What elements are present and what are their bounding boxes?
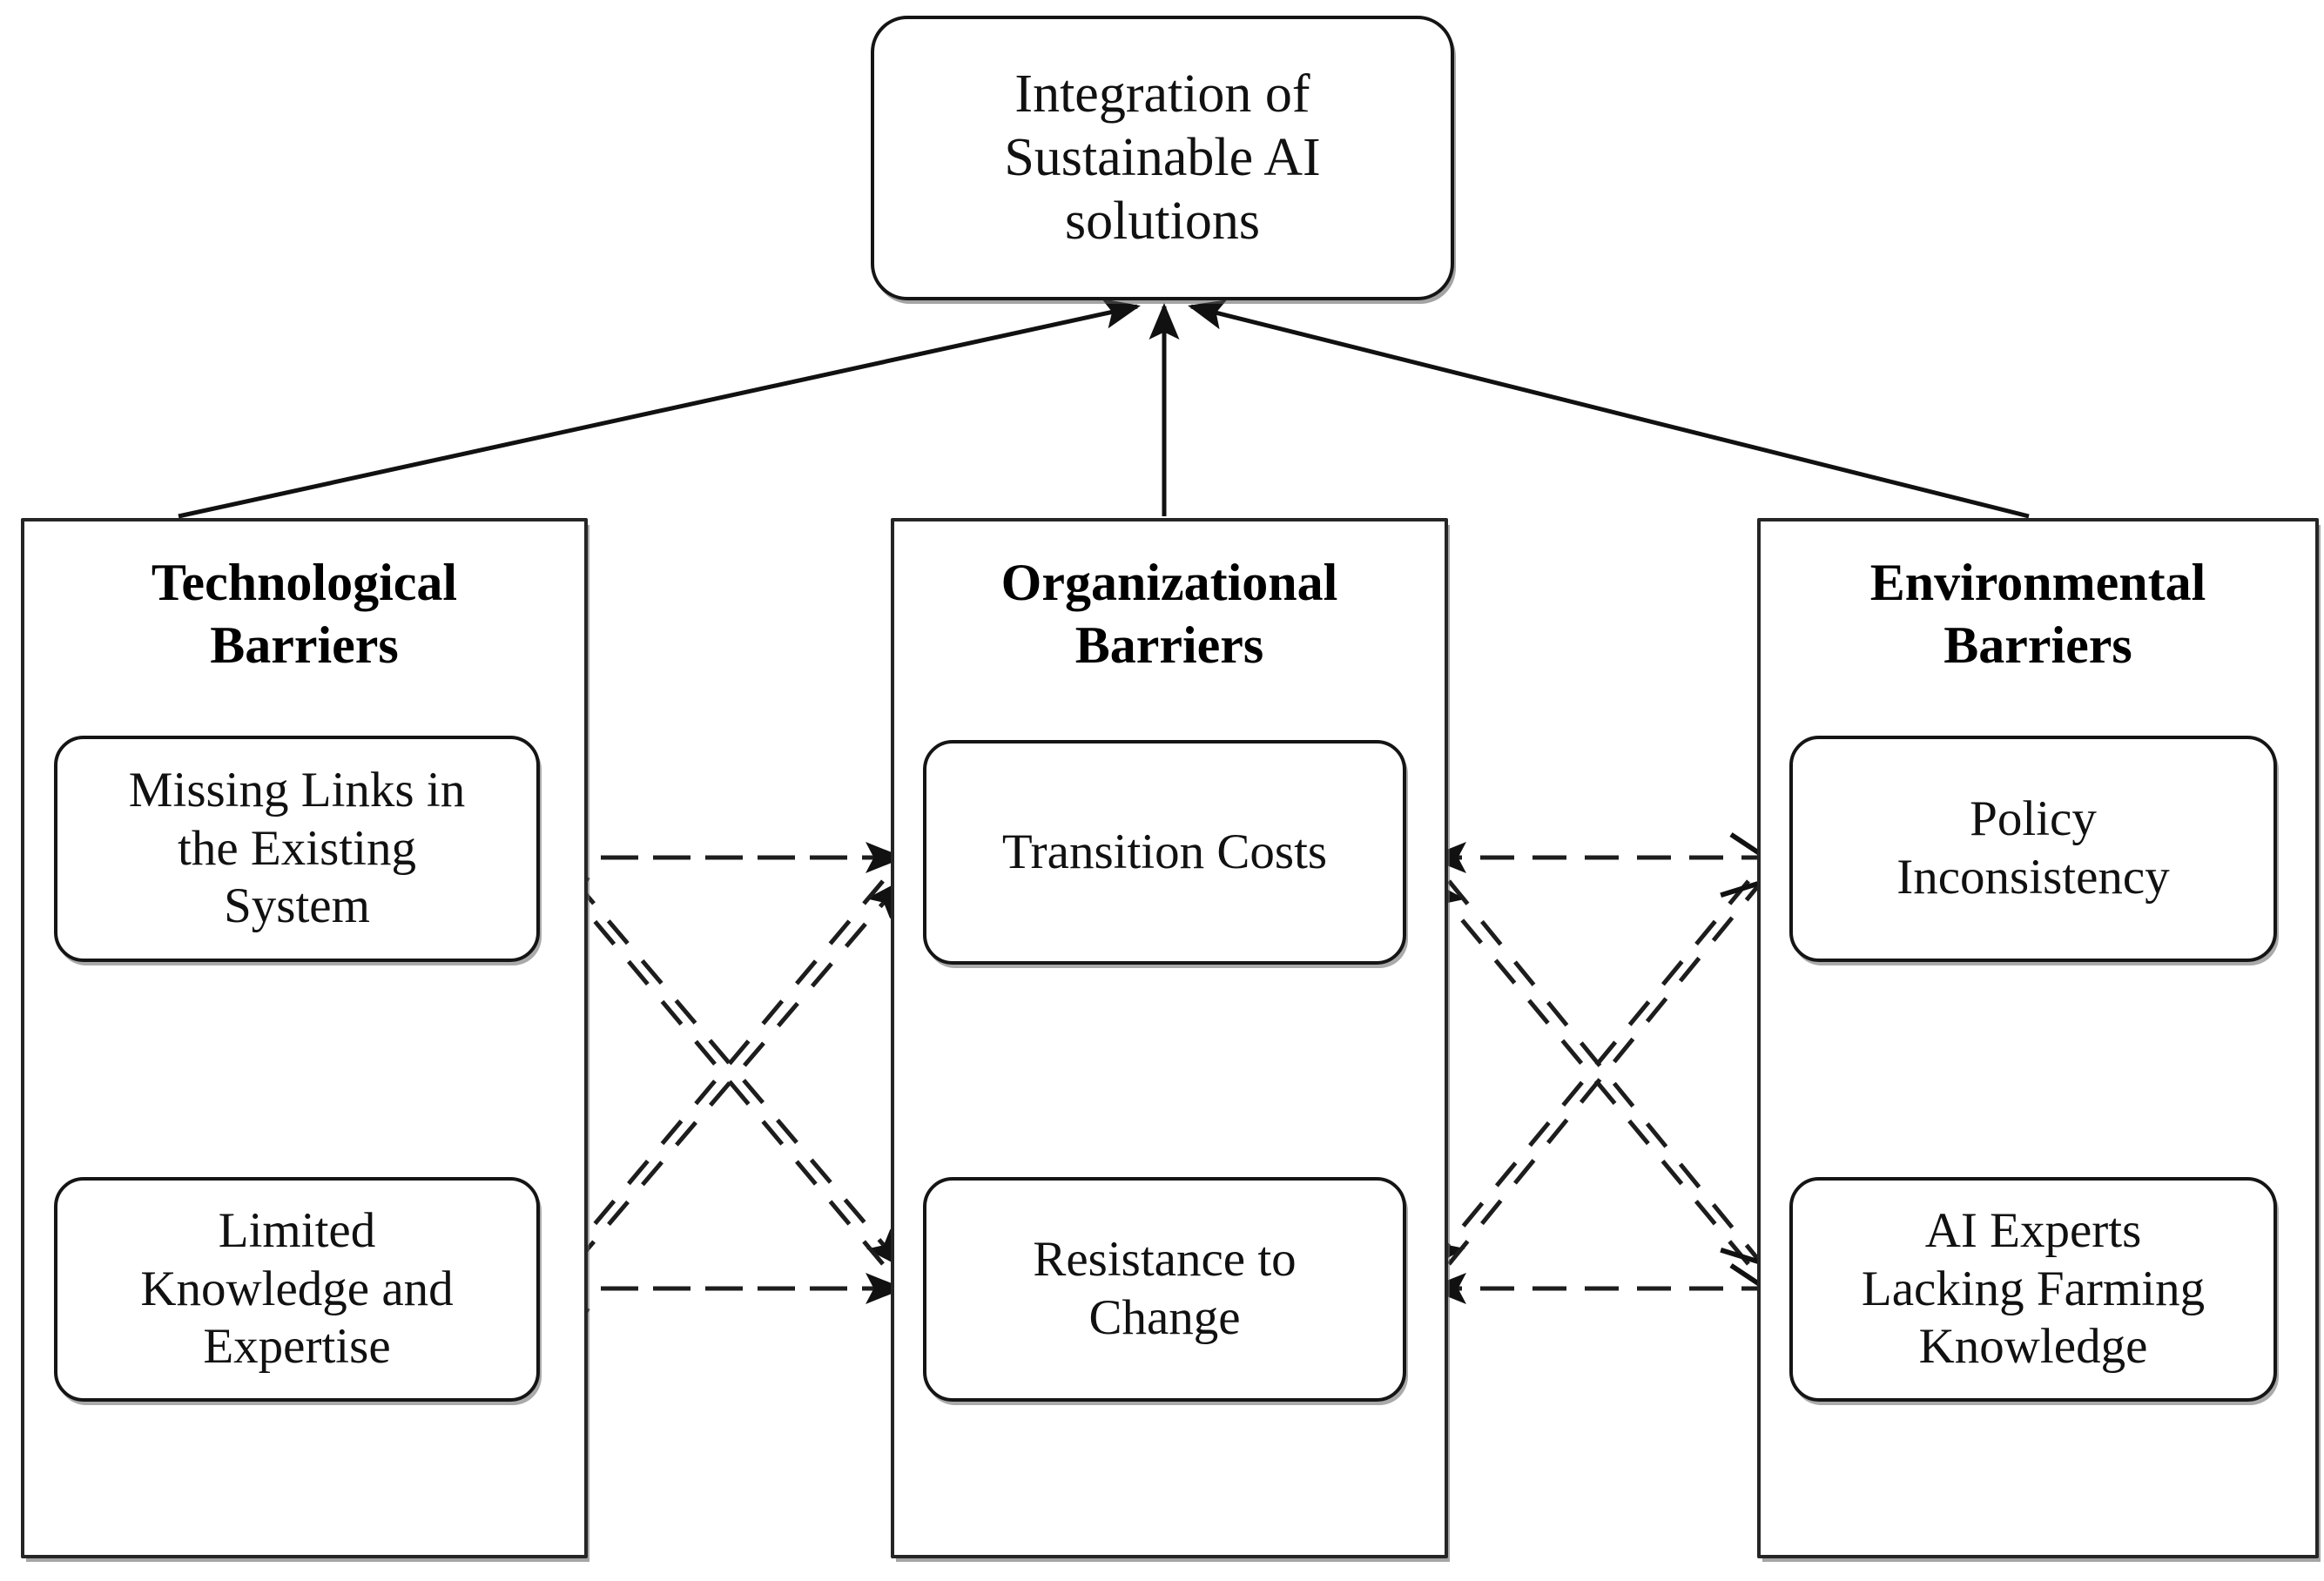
- connector-missing-links-to-resistance-to-change: [573, 879, 904, 1269]
- connector-technological-to-goal: [178, 299, 1141, 519]
- connector-environmental-to-goal: [1188, 299, 2030, 519]
- cross-links-right-gap: [1426, 832, 1771, 1304]
- cross-links-left-gap: [549, 842, 906, 1314]
- goal-connectors: [178, 299, 2030, 519]
- sub-box-transition-costs[interactable]: Transition Costs: [923, 740, 1406, 965]
- sub-box-transition-costs-label: Transition Costs: [1001, 824, 1328, 879]
- connector-limited-knowledge-to-transition-costs: [573, 878, 904, 1266]
